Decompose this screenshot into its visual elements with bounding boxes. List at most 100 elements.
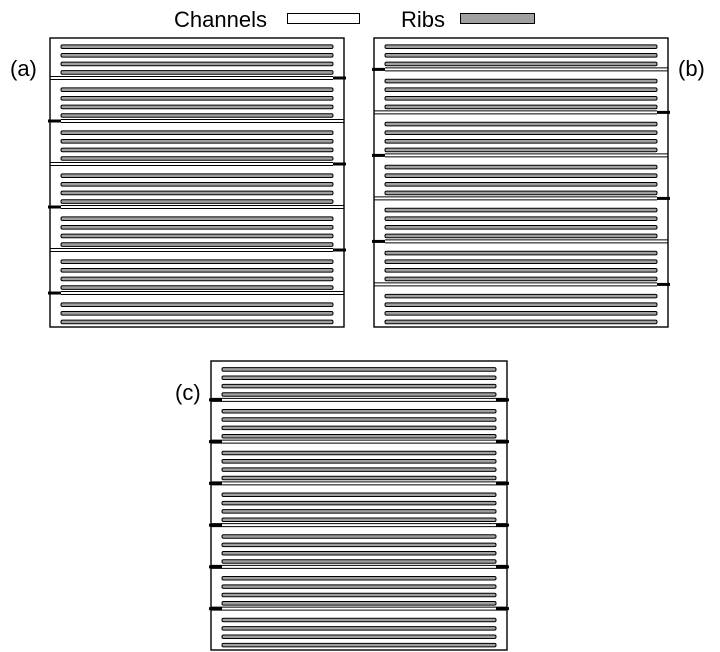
rib: [221, 534, 497, 539]
rib: [60, 130, 334, 136]
section-divider: [48, 205, 344, 210]
rib: [221, 434, 497, 439]
rib: [384, 173, 658, 179]
legend-ribs-label: Ribs: [401, 7, 446, 32]
legend-channels-swatch: [287, 13, 360, 24]
rib: [384, 268, 658, 273]
rib: [60, 173, 334, 179]
rib: [221, 584, 497, 589]
rib: [384, 95, 658, 101]
panel-a-flow-field: [48, 37, 346, 328]
rib: [60, 156, 334, 161]
rib: [221, 626, 497, 631]
rib: [221, 475, 497, 481]
section-divider: [48, 119, 344, 124]
rib: [60, 233, 334, 239]
section-divider: [50, 75, 346, 80]
panel-c-label: (c): [175, 380, 201, 405]
rib: [221, 592, 497, 598]
rib: [60, 199, 334, 204]
rib: [384, 233, 658, 239]
section-divider: [48, 291, 344, 296]
rib: [60, 242, 334, 247]
rib: [60, 52, 334, 58]
rib: [60, 113, 334, 118]
rib: [384, 52, 658, 58]
rib: [221, 550, 497, 556]
section-divider: [209, 481, 509, 486]
section-divider: [209, 564, 509, 569]
section-divider: [50, 162, 346, 167]
rib: [221, 392, 497, 397]
rib: [221, 542, 497, 548]
section-divider: [209, 397, 509, 402]
rib: [384, 311, 658, 316]
rib: [221, 500, 497, 506]
legend: Channels Ribs: [0, 0, 720, 40]
panel-c-flow-field: [209, 360, 509, 651]
section-divider: [50, 248, 346, 253]
rib: [384, 259, 658, 265]
rib: [384, 121, 658, 127]
rib: [60, 182, 334, 187]
flow-field-frame: [210, 360, 508, 651]
section-divider: [209, 606, 509, 611]
rib: [384, 182, 658, 187]
rib: [221, 450, 497, 456]
rib: [221, 634, 497, 639]
section-divider: [209, 439, 509, 444]
rib: [384, 293, 658, 299]
rib: [60, 138, 334, 144]
rib: [384, 61, 658, 67]
rib: [60, 319, 334, 325]
rib: [384, 302, 658, 308]
rib: [384, 190, 658, 196]
rib: [60, 276, 334, 282]
rib: [221, 417, 497, 422]
rib: [384, 87, 658, 92]
rib: [384, 207, 658, 213]
rib: [384, 104, 658, 110]
rib: [384, 130, 658, 136]
rib: [221, 575, 497, 581]
rib: [221, 459, 497, 464]
rib: [384, 138, 658, 144]
rib: [221, 492, 497, 497]
rib: [384, 319, 658, 325]
rib: [60, 44, 334, 49]
rib: [221, 559, 497, 564]
rib: [60, 216, 334, 222]
panel-a-label: (a): [10, 56, 37, 81]
section-divider: [372, 153, 668, 158]
rib: [221, 383, 497, 389]
rib: [384, 164, 658, 170]
rib: [221, 467, 497, 472]
rib: [221, 425, 497, 431]
rib: [60, 70, 334, 75]
rib: [221, 642, 497, 648]
rib: [60, 147, 334, 153]
rib: [60, 87, 334, 92]
rib: [221, 408, 497, 414]
rib: [60, 285, 334, 290]
rib: [221, 367, 497, 372]
rib: [384, 250, 658, 256]
rib: [60, 190, 334, 196]
rib: [60, 95, 334, 101]
panel-b-label: (b): [678, 56, 705, 81]
rib: [60, 259, 334, 265]
section-divider: [372, 239, 668, 244]
section-divider: [372, 67, 668, 72]
rib: [384, 216, 658, 222]
rib: [60, 311, 334, 316]
legend-channels-label: Channels: [174, 7, 267, 32]
section-divider: [374, 282, 670, 287]
rib: [60, 104, 334, 110]
rib: [384, 276, 658, 282]
section-divider: [209, 523, 509, 528]
rib: [221, 517, 497, 523]
rib: [384, 147, 658, 153]
panel-b-flow-field: [372, 37, 670, 328]
rib: [221, 375, 497, 381]
section-divider: [374, 196, 670, 201]
